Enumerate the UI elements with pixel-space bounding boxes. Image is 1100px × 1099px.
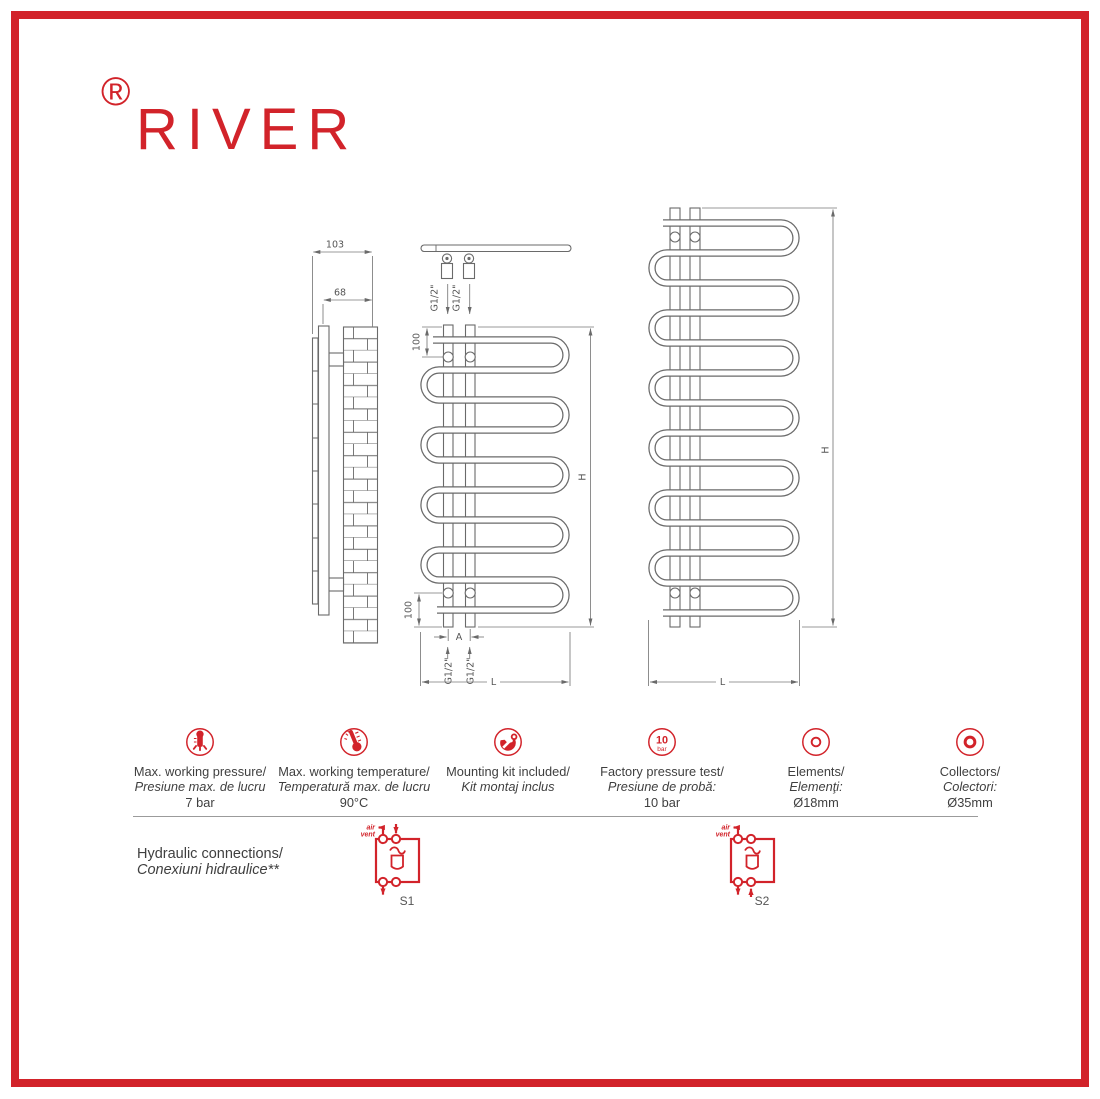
spec-label-en: Max. working pressure/	[133, 764, 267, 779]
hydraulic-connections-label: Hydraulic connections/ Conexiuni hidraul…	[137, 845, 283, 878]
spec-value: 7 bar	[185, 794, 215, 810]
dim-height-label-1: H	[578, 473, 589, 480]
spec-label-en: Collectors/	[939, 764, 1001, 779]
svg-text:bar: bar	[657, 746, 667, 753]
radiator-outline	[374, 837, 421, 884]
connection-label-top-left: G1/2"	[430, 284, 441, 311]
connection-label-bottom-right: G1/2"	[466, 657, 477, 684]
spec-value: 90°C	[339, 794, 369, 810]
front-view-drawing-1: G1/2" G1/2" 100 100 H A G1/2" G1	[404, 244, 594, 688]
connection-label-bottom-left: G1/2"	[444, 657, 455, 684]
spec-label-en: Factory pressure test/	[600, 764, 724, 779]
towel-icon	[389, 846, 406, 870]
side-view-drawing: 103 68	[311, 240, 379, 644]
thermometer-icon	[340, 728, 368, 756]
valve-body	[440, 262, 454, 280]
air-vent-label: air	[366, 825, 376, 832]
pressure-gauge-icon	[186, 728, 214, 756]
spec-max-pressure: Max. working pressure/ Presiune max. de …	[123, 722, 277, 810]
spec-mounting-kit: Mounting kit included/ Kit montaj inclus	[431, 722, 585, 810]
spec-pressure-test: 10 bar Factory pressure test/ Presiune d…	[585, 722, 739, 810]
towel-icon	[744, 846, 761, 870]
spec-label-en: Elements/	[787, 764, 845, 779]
hydraulic-label-ro: Conexiuni hidraulice**	[137, 862, 279, 878]
dim-length-label-2: L	[720, 677, 726, 688]
spec-label-en: Max. working temperature/	[278, 764, 430, 779]
spec-label-ro: Kit montaj inclus	[461, 779, 555, 795]
spec-value: Ø18mm	[793, 794, 839, 810]
spec-label-ro: Elemenţi:	[789, 779, 843, 795]
wall-section	[342, 326, 379, 644]
spec-row: Max. working pressure/ Presiune max. de …	[123, 722, 1047, 810]
valve-body	[462, 262, 476, 280]
spec-label-ro: Presiune max. de lucru	[134, 779, 266, 795]
spec-label-ro: Presiune de probă:	[607, 779, 717, 795]
collector-pipe	[442, 324, 454, 628]
dim-length-label-1: L	[491, 677, 497, 688]
scheme-s2-label: S2	[755, 894, 770, 908]
spec-label-ro: Colectori:	[942, 779, 998, 795]
collector-profile	[317, 325, 330, 616]
dim-bottom-offset-label: 100	[404, 601, 415, 619]
collector-diameter-icon	[956, 728, 984, 756]
hydraulic-scheme-s1: air vent S1	[361, 824, 421, 908]
hydraulic-label-en: Hydraulic connections/	[137, 846, 283, 862]
spec-label-en: Mounting kit included/	[446, 764, 570, 779]
radiator-outline	[729, 837, 776, 884]
mounting-kit-icon	[494, 728, 522, 756]
wall-bracket-bottom	[328, 577, 345, 592]
dim-top-offset-label: 100	[412, 333, 423, 351]
dim-bracket-label: 68	[334, 288, 346, 299]
collector-pipe	[669, 207, 681, 628]
dim-axis-label: A	[456, 632, 463, 643]
front-view-drawing-2: H L	[648, 207, 837, 688]
spec-max-temperature: Max. working temperature/ Temperatură ma…	[277, 722, 431, 810]
dim-height-label-2: H	[821, 446, 832, 453]
air-vent-label: vent	[716, 832, 731, 839]
air-vent-label: vent	[361, 832, 376, 839]
hydraulic-scheme-s2: air vent S2	[716, 824, 776, 908]
pressure-test-icon: 10 bar	[648, 728, 676, 756]
scheme-s1-label: S1	[400, 894, 415, 908]
section-divider	[133, 816, 978, 817]
collector-pipe	[464, 324, 476, 628]
connection-label-top-right: G1/2"	[452, 284, 463, 311]
wall-bracket-top	[328, 352, 345, 367]
spec-collectors: Collectors/ Colectori: Ø35mm	[893, 722, 1047, 810]
spec-value: Ø35mm	[947, 794, 993, 810]
element-diameter-icon	[802, 728, 830, 756]
registered-trademark-icon: ®	[101, 70, 131, 114]
brand-logo: RIVER	[136, 97, 359, 162]
plan-view-bar	[420, 244, 572, 253]
air-vent-arrow	[733, 824, 740, 835]
collector-pipe	[689, 207, 701, 628]
air-vent-label: air	[721, 825, 731, 832]
spec-value: 10 bar	[643, 794, 681, 810]
svg-text:10: 10	[656, 735, 668, 747]
dim-depth-label: 103	[326, 240, 344, 251]
spec-elements: Elements/ Elemenţi: Ø18mm	[739, 722, 893, 810]
spec-label-ro: Temperatură max. de lucru	[277, 779, 431, 795]
air-vent-arrow	[378, 824, 385, 835]
